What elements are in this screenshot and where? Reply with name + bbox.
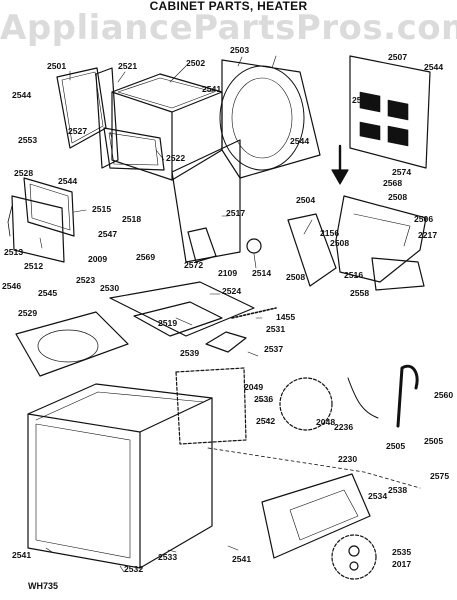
part-2532-side-panel[interactable]	[35, 423, 131, 559]
part-2049-bracket[interactable]	[175, 367, 247, 445]
part-2519-pad[interactable]	[133, 301, 223, 337]
callout-label[interactable]: 2544	[12, 90, 31, 100]
callout-label[interactable]: 2503	[230, 45, 249, 55]
part-2558-heater-bracket[interactable]	[371, 257, 425, 291]
callout-label[interactable]: 2508	[286, 272, 305, 282]
part-2504-blower-assembly[interactable]	[287, 213, 337, 287]
callout-label[interactable]: 2516	[344, 270, 363, 280]
part-2527-front-opening[interactable]	[103, 127, 165, 171]
part-2109-back-plate[interactable]	[187, 227, 217, 263]
callout-label[interactable]: 2536	[254, 394, 273, 404]
callout-label[interactable]: 2508	[330, 238, 349, 248]
callout-label[interactable]: 2539	[180, 348, 199, 358]
callout-label[interactable]: 2541	[202, 84, 221, 94]
callout-label[interactable]: 2523	[76, 275, 95, 285]
part-2524-base-pan[interactable]	[109, 281, 255, 337]
callout-label[interactable]: 1455	[276, 312, 295, 322]
callout-label[interactable]: 2049	[244, 382, 263, 392]
part-1455-spring[interactable]	[231, 307, 277, 319]
callout-label[interactable]: 2505	[386, 441, 405, 451]
callout-label[interactable]: 2569	[136, 252, 155, 262]
callout-label[interactable]: 2547	[98, 229, 117, 239]
callout-label[interactable]: 2515	[92, 204, 111, 214]
callout-label[interactable]: 2230	[338, 454, 357, 464]
callout-label[interactable]: 2545	[38, 288, 57, 298]
callout-label[interactable]: 2502	[186, 58, 205, 68]
callout-label[interactable]: 2560	[434, 390, 453, 400]
callout-label[interactable]: 2236	[334, 422, 353, 432]
callout-label[interactable]: 2537	[264, 344, 283, 354]
callout-label[interactable]: 2530	[100, 283, 119, 293]
callout-label[interactable]: 2017	[392, 559, 411, 569]
part-2512-door-front[interactable]	[11, 195, 65, 263]
callout-label[interactable]: 2524	[222, 286, 241, 296]
part-2529-front-bezel[interactable]	[15, 311, 129, 377]
diagram-title: CABINET PARTS, HEATER	[149, 0, 308, 13]
callout-label[interactable]: 2505	[424, 436, 443, 446]
callout-label[interactable]: 2508	[352, 95, 371, 105]
callout-label[interactable]: 2568	[383, 178, 402, 188]
callout-label[interactable]: 2518	[122, 214, 141, 224]
callout-label[interactable]: 2528	[14, 168, 33, 178]
part-2515-door-panel[interactable]	[23, 177, 75, 237]
callout-label[interactable]: 2508	[388, 192, 407, 202]
callout-label[interactable]: 2507	[388, 52, 407, 62]
callout-label[interactable]: 2538	[388, 485, 407, 495]
callout-label[interactable]: 2544	[424, 62, 443, 72]
callout-label[interactable]: 2527	[68, 126, 87, 136]
callout-label[interactable]: 2514	[252, 268, 271, 278]
callout-label[interactable]: 2535	[392, 547, 411, 557]
callout-label[interactable]: 2521	[118, 61, 137, 71]
callout-label[interactable]: 2048	[316, 417, 335, 427]
part-2507-rear-panel[interactable]	[349, 55, 431, 169]
part-2521-top-frame[interactable]	[95, 67, 119, 169]
callout-label[interactable]: 2529	[18, 308, 37, 318]
part-2048-detail	[279, 377, 333, 431]
callout-label[interactable]: 2504	[296, 195, 315, 205]
callout-label[interactable]: 2009	[88, 254, 107, 264]
callout-label[interactable]: 2109	[218, 268, 237, 278]
part-2506-heater-assembly[interactable]	[335, 195, 427, 283]
part-2517-side-panel[interactable]	[171, 139, 241, 263]
diagram-code: WH735	[28, 581, 59, 591]
callout-label[interactable]: 2553	[18, 135, 37, 145]
part-2236-wire[interactable]	[347, 377, 379, 419]
callout-label[interactable]: 2506	[414, 214, 433, 224]
leader-lines	[39, 55, 313, 573]
callout-label[interactable]: 2531	[266, 324, 285, 334]
callout-label[interactable]: 2532	[124, 564, 143, 574]
callout-labels: 2501 2521 2502 2503 2507 2544 2544 2541 2508 2527…	[2, 45, 453, 574]
callout-label[interactable]: 2519	[158, 318, 177, 328]
callout-label[interactable]: 2534	[368, 491, 387, 501]
part-2533-cabinet[interactable]	[27, 383, 213, 433]
callout-label[interactable]: 2512	[24, 261, 43, 271]
callout-label[interactable]: 2517	[226, 208, 245, 218]
callout-label[interactable]: 2546	[2, 281, 21, 291]
callout-label[interactable]: 2156	[320, 228, 339, 238]
callout-label[interactable]: 2572	[184, 260, 203, 270]
callout-label[interactable]: 2574	[392, 167, 411, 177]
callout-label[interactable]: 2542	[256, 416, 275, 426]
callout-label[interactable]: 2544	[58, 176, 77, 186]
callout-label[interactable]: 2522	[166, 153, 185, 163]
callout-label[interactable]: 2533	[158, 552, 177, 562]
part-2514-plug[interactable]	[246, 238, 262, 254]
callout-label[interactable]: 2541	[232, 554, 251, 564]
callout-label[interactable]: 2544	[290, 136, 309, 146]
part-2503-drum-rear[interactable]	[221, 59, 321, 179]
part-2535-detail	[331, 534, 377, 580]
callout-label[interactable]: 2501	[47, 61, 66, 71]
part-2531-idler[interactable]	[205, 331, 247, 353]
callout-label[interactable]: 2513	[4, 247, 23, 257]
callout-label[interactable]: 2558	[350, 288, 369, 298]
callout-label[interactable]: 2217	[418, 230, 437, 240]
callout-label[interactable]: 2541	[12, 550, 31, 560]
part-2534-front-support[interactable]	[261, 473, 371, 559]
part-2560-hose[interactable]	[396, 364, 419, 428]
callout-label[interactable]: 2575	[430, 471, 449, 481]
